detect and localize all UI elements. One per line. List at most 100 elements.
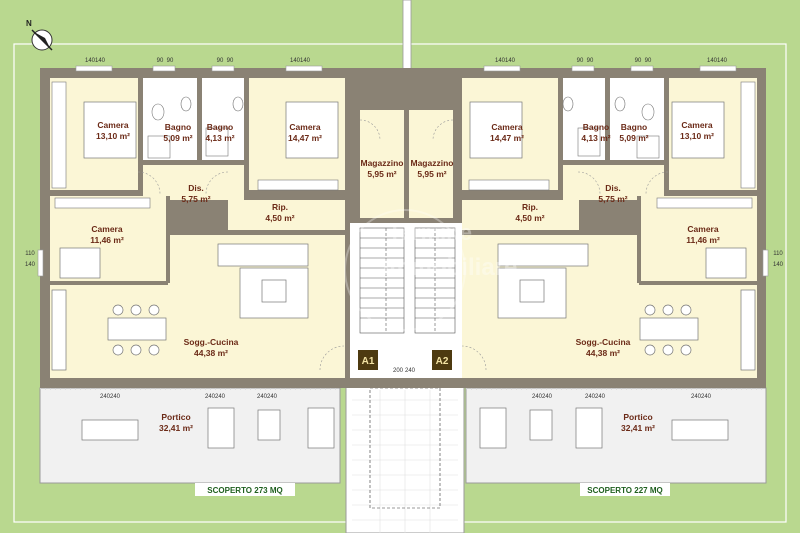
room-bagno-w1-name: Bagno bbox=[165, 122, 191, 132]
svg-text:90: 90 bbox=[217, 58, 224, 64]
north-path bbox=[402, 0, 412, 71]
svg-text:90: 90 bbox=[587, 58, 594, 64]
svg-text:140: 140 bbox=[505, 58, 516, 64]
svg-text:240: 240 bbox=[532, 394, 543, 400]
svg-text:240: 240 bbox=[257, 394, 268, 400]
door-swings bbox=[137, 119, 669, 371]
svg-text:240: 240 bbox=[100, 394, 111, 400]
room-camera-nw-area: 13,10 m² bbox=[96, 131, 130, 141]
room-bagno-w2-name: Bagno bbox=[207, 122, 233, 132]
svg-text:240: 240 bbox=[701, 394, 712, 400]
svg-text:90: 90 bbox=[167, 58, 174, 64]
room-camera-w2-name: Camera bbox=[289, 122, 320, 132]
svg-text:200: 200 bbox=[393, 368, 404, 374]
svg-text:240: 240 bbox=[595, 394, 606, 400]
svg-text:240: 240 bbox=[110, 394, 121, 400]
room-camera-ne-area: 13,10 m² bbox=[680, 131, 714, 141]
svg-text:90: 90 bbox=[577, 58, 584, 64]
room-sogg-w-area: 44,38 m² bbox=[194, 348, 228, 358]
svg-text:140: 140 bbox=[773, 262, 784, 268]
wardrobes bbox=[51, 81, 756, 209]
room-camera-ne-name: Camera bbox=[681, 120, 712, 130]
room-bagno-e1-name: Bagno bbox=[621, 122, 647, 132]
room-rip-w-area: 4,50 m² bbox=[265, 213, 294, 223]
room-sogg-e-area: 44,38 m² bbox=[586, 348, 620, 358]
paving-grid bbox=[352, 390, 458, 533]
room-dis-w-name: Dis. bbox=[188, 183, 204, 193]
svg-text:240: 240 bbox=[542, 394, 553, 400]
room-portico-w-name: Portico bbox=[161, 412, 190, 422]
living-furniture bbox=[51, 243, 756, 371]
floor-rip-e bbox=[462, 200, 579, 230]
room-magazzino-1-area: 5,95 m² bbox=[367, 169, 396, 179]
room-magazzino-2-name: Magazzino bbox=[411, 158, 454, 168]
floor-magazzino-2 bbox=[409, 110, 453, 218]
staircase bbox=[359, 227, 456, 334]
room-rip-e-name: Rip. bbox=[522, 202, 538, 212]
room-bagno-e2-name: Bagno bbox=[583, 122, 609, 132]
room-bagno-w2-area: 4,13 m² bbox=[205, 133, 234, 143]
entrance-a1-box[interactable] bbox=[358, 350, 378, 370]
svg-text:90: 90 bbox=[157, 58, 164, 64]
floor-dis-e bbox=[563, 165, 664, 200]
scoperto-right-box bbox=[580, 483, 670, 496]
compass-label: N bbox=[26, 19, 32, 28]
beds bbox=[59, 101, 747, 279]
room-camera-e2-area: 14,47 m² bbox=[490, 133, 524, 143]
svg-text:90: 90 bbox=[227, 58, 234, 64]
room-camera-w2-area: 14,47 m² bbox=[288, 133, 322, 143]
bath-fixtures bbox=[147, 96, 660, 159]
room-bagno-w1-area: 5,09 m² bbox=[163, 133, 192, 143]
watermark-line1: Termine bbox=[388, 220, 472, 245]
svg-text:240: 240 bbox=[585, 394, 596, 400]
svg-text:140: 140 bbox=[707, 58, 718, 64]
entrance-a1-label: A1 bbox=[362, 356, 375, 367]
watermark-line2: Immobiliare bbox=[383, 254, 518, 281]
room-camera-nw-name: Camera bbox=[97, 120, 128, 130]
svg-text:90: 90 bbox=[645, 58, 652, 64]
room-sogg-e-name: Sogg.-Cucina bbox=[576, 337, 631, 347]
room-rip-e-area: 4,50 m² bbox=[515, 213, 544, 223]
svg-text:90: 90 bbox=[635, 58, 642, 64]
scoperto-left-box bbox=[195, 483, 295, 496]
room-camera-w3-name: Camera bbox=[91, 224, 122, 234]
room-dis-e-area: 5,75 m² bbox=[598, 194, 627, 204]
svg-text:140: 140 bbox=[25, 262, 36, 268]
dimension-labels: 140 140 90 90 90 90 140 140 140 140 90 9… bbox=[25, 58, 784, 400]
floor-rip-w bbox=[228, 200, 345, 230]
svg-text:140: 140 bbox=[290, 58, 301, 64]
room-dis-e-name: Dis. bbox=[605, 183, 621, 193]
entrance-a2-box[interactable] bbox=[432, 350, 452, 370]
floor-magazzino-1 bbox=[360, 110, 404, 218]
svg-text:110: 110 bbox=[25, 251, 35, 257]
floor-dis-w bbox=[143, 165, 244, 200]
core-partition bbox=[404, 110, 409, 223]
room-camera-e3-name: Camera bbox=[687, 224, 718, 234]
svg-text:240: 240 bbox=[691, 394, 702, 400]
svg-text:140: 140 bbox=[495, 58, 506, 64]
svg-text:140: 140 bbox=[85, 58, 96, 64]
room-portico-e-area: 32,41 m² bbox=[621, 423, 655, 433]
scoperto-right-label: SCOPERTO 227 MQ bbox=[587, 486, 662, 495]
scoperto-left-label: SCOPERTO 273 MQ bbox=[207, 486, 282, 495]
entrance-a2-label: A2 bbox=[436, 356, 449, 367]
svg-text:140: 140 bbox=[717, 58, 728, 64]
portico-furniture bbox=[81, 407, 729, 449]
room-camera-w3-area: 11,46 m² bbox=[90, 235, 124, 245]
compass-icon bbox=[31, 29, 53, 51]
room-magazzino-1-name: Magazzino bbox=[361, 158, 404, 168]
svg-text:240: 240 bbox=[405, 368, 416, 374]
room-camera-e3-area: 11,46 m² bbox=[686, 235, 720, 245]
room-sogg-w-name: Sogg.-Cucina bbox=[184, 337, 239, 347]
room-camera-e2-name: Camera bbox=[491, 122, 522, 132]
svg-text:240: 240 bbox=[205, 394, 216, 400]
room-bagno-e1-area: 5,09 m² bbox=[619, 133, 648, 143]
svg-text:240: 240 bbox=[215, 394, 226, 400]
svg-text:110: 110 bbox=[773, 251, 783, 257]
watermark-logo bbox=[344, 209, 466, 331]
room-portico-e-name: Portico bbox=[623, 412, 652, 422]
svg-text:140: 140 bbox=[300, 58, 311, 64]
svg-text:140: 140 bbox=[95, 58, 106, 64]
interior-walls bbox=[50, 191, 757, 285]
